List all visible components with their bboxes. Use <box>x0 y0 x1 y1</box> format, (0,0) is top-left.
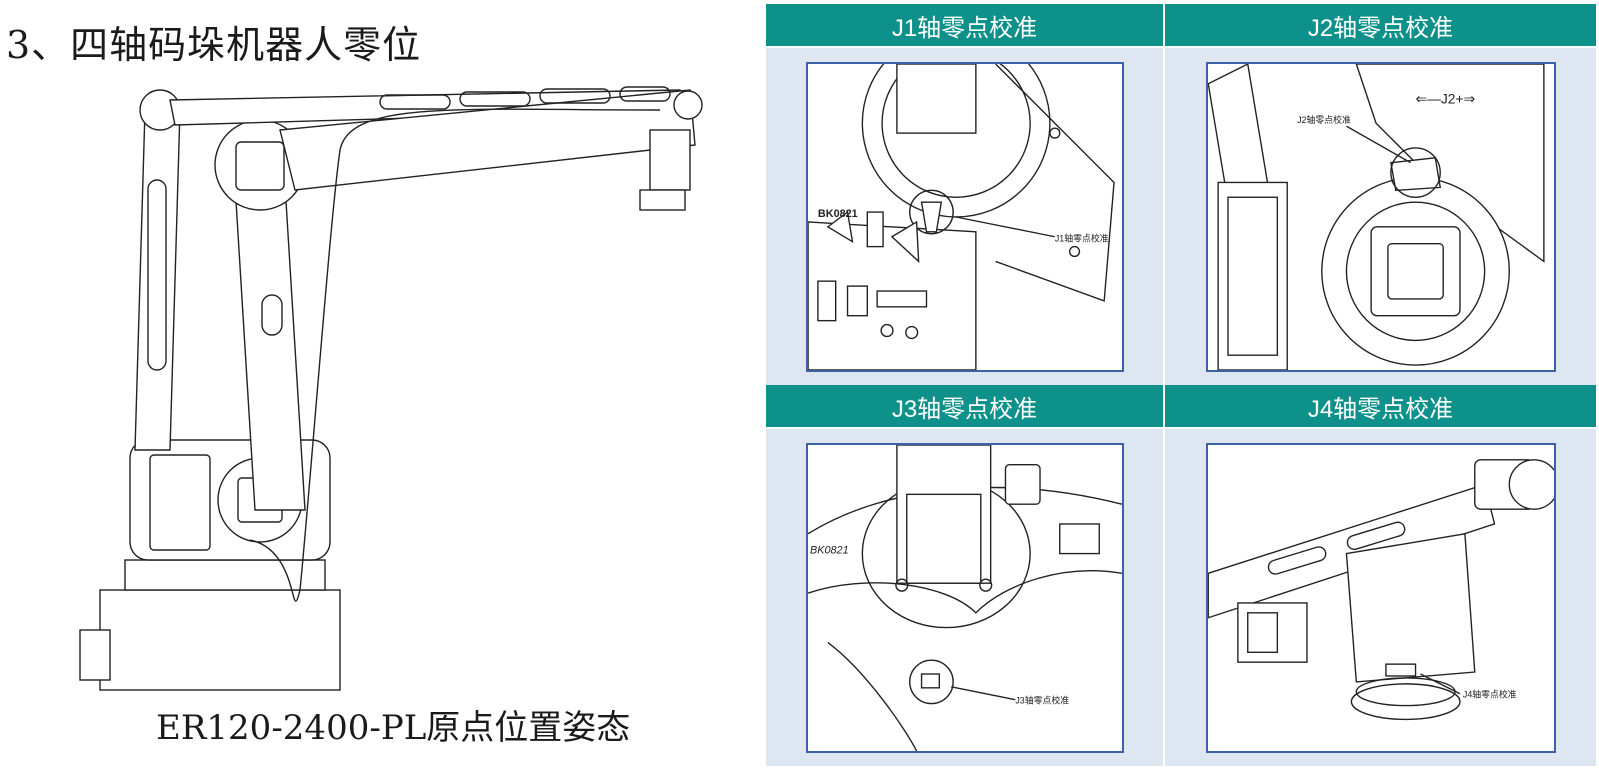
j2-callout: J2轴零点校准 <box>1297 114 1351 125</box>
j4-zero-photo: J4轴零点校准 <box>1205 442 1556 753</box>
j3-callout: J3轴零点校准 <box>1015 694 1069 705</box>
panel-j1: J1轴零点校准 <box>766 4 1163 385</box>
j2-arrow-label: ⇐—J2+⇒ <box>1415 90 1475 106</box>
panel-j3: J3轴零点校准 J3轴零点校准 <box>766 385 1163 766</box>
j1-zero-photo: J1轴零点校准 BK0821 <box>805 61 1124 372</box>
j1-callout: J1轴零点校准 <box>1054 232 1108 243</box>
calibration-panels: J1轴零点校准 <box>766 4 1596 766</box>
panel-j4-body: J4轴零点校准 <box>1165 429 1596 766</box>
j3-zero-photo: J3轴零点校准 BK0821 <box>805 442 1124 753</box>
panel-j3-header: J3轴零点校准 <box>766 385 1163 429</box>
j4-callout: J4轴零点校准 <box>1462 688 1516 699</box>
j2-zero-photo: J2轴零点校准 ⇐—J2+⇒ <box>1205 61 1556 372</box>
page-title: 3、四轴码垛机器人零位 <box>6 23 422 67</box>
panel-j4: J4轴零点校准 J4轴零点校准 <box>1165 385 1596 766</box>
robot-drawing <box>40 70 720 700</box>
panel-j1-header: J1轴零点校准 <box>766 4 1163 48</box>
panel-j3-body: J3轴零点校准 BK0821 <box>766 429 1163 766</box>
panel-j4-header: J4轴零点校准 <box>1165 385 1596 429</box>
j1-stamp: BK0821 <box>817 208 857 220</box>
j3-stamp: BK0821 <box>810 544 849 556</box>
panel-j2-header: J2轴零点校准 <box>1165 4 1596 48</box>
panel-j2: J2轴零点校准 J2轴零点校准 ⇐—J2+⇒ <box>1165 4 1596 385</box>
panel-j1-body: J1轴零点校准 BK0821 <box>766 48 1163 385</box>
panel-j2-body: J2轴零点校准 ⇐—J2+⇒ <box>1165 48 1596 385</box>
figure-caption: ER120-2400-PL原点位置姿态 <box>156 708 631 748</box>
